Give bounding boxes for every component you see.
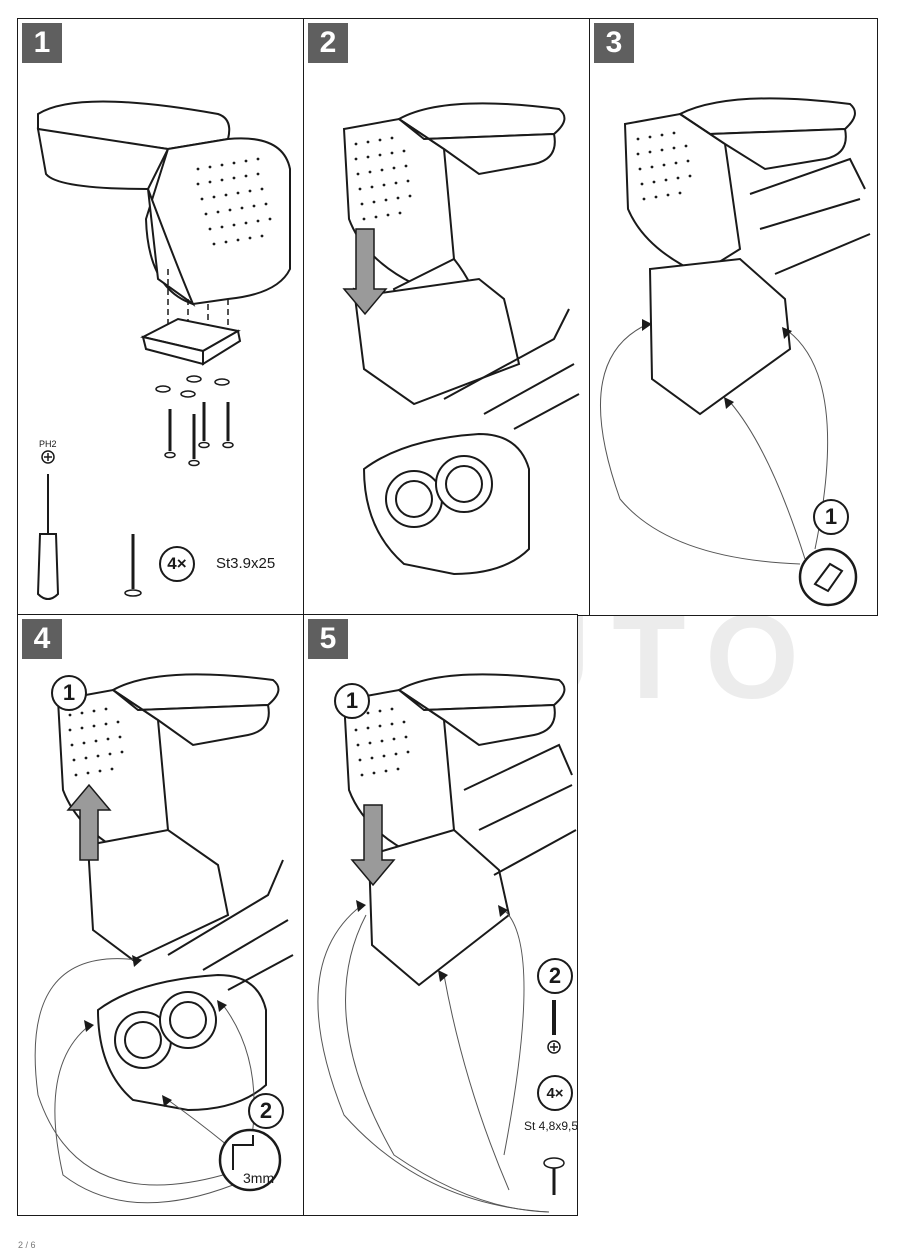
step-1-badge: 1 <box>22 23 62 63</box>
armrest-mounted-illustration <box>599 97 871 607</box>
page-number: 2 / 6 <box>18 1240 36 1250</box>
step-3-badge: 3 <box>594 23 634 63</box>
armrest-illustration <box>36 100 291 600</box>
step-5-screw-spec: St 4,8x9,5 <box>524 1119 578 1133</box>
armrest-fix-illustration <box>317 673 577 1213</box>
drill-size-label: 3mm <box>243 1170 275 1186</box>
step-4-badge: 4 <box>22 619 62 659</box>
step-5-panel: 5 <box>303 614 578 1216</box>
armrest-drill-illustration <box>34 673 294 1204</box>
step-4-callout-1-label: 1 <box>62 680 76 705</box>
step-2-panel: 2 <box>303 18 591 616</box>
step-5-callout-2-label: 2 <box>548 963 562 988</box>
step-1-panel: 1 <box>17 18 305 616</box>
step-5-callout-1-label: 1 <box>345 688 359 713</box>
step-4-callout-2-label: 2 <box>259 1098 273 1123</box>
step-2-badge: 2 <box>308 23 348 63</box>
step-4-panel: 4 <box>17 614 305 1216</box>
step-3-callout: 1 <box>813 499 849 535</box>
quantity-callout: 4× <box>159 546 195 582</box>
step-5-quantity-callout: 4× <box>537 1075 573 1111</box>
step-4-callout-1: 1 <box>51 675 87 711</box>
step-4-callout-2: 2 <box>248 1093 284 1129</box>
armrest-install-illustration <box>342 102 580 576</box>
step-5-quantity-label: 4× <box>546 1084 564 1102</box>
step-5-callout-1: 1 <box>334 683 370 719</box>
step-3-panel: 3 1 <box>589 18 878 616</box>
step-5-badge: 5 <box>308 619 348 659</box>
screw-spec: St3.9x25 <box>216 555 276 572</box>
quantity-label: 4× <box>167 554 187 573</box>
tool-label: PH2 <box>39 439 57 449</box>
step-5-callout-2: 2 <box>537 958 573 994</box>
step-3-callout-label: 1 <box>824 504 838 529</box>
